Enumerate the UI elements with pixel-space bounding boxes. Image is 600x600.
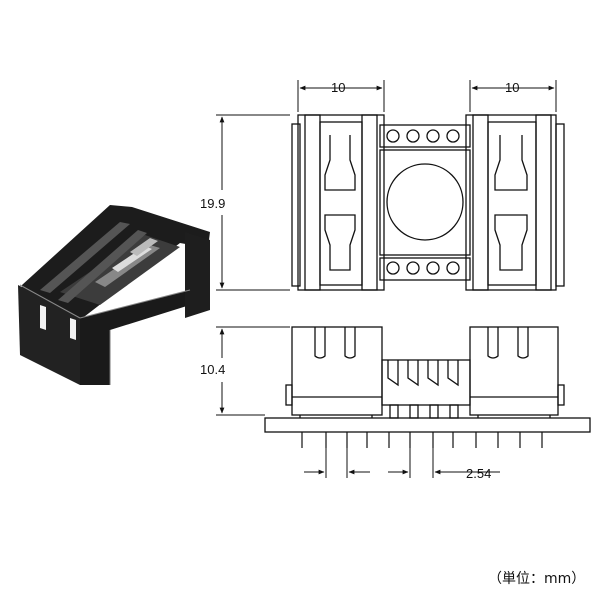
isometric-view [18,205,210,385]
side-view [264,326,591,448]
right-block-side [469,326,565,418]
dim-lines-side [216,326,500,478]
right-block-top [465,114,565,291]
dim-lines-top [216,80,557,291]
dim-top-right-width: 10 [505,80,519,95]
center-contacts-side [381,359,471,419]
top-view [291,114,565,291]
dim-top-left-width: 10 [331,80,345,95]
dim-height-side: 10.4 [200,362,225,377]
unit-label: （単位：mm） [488,571,586,587]
dim-pitch: 2.54 [466,466,491,481]
dim-height-top: 19.9 [200,196,225,211]
bottom-pin-row [379,257,471,281]
top-pin-row [379,124,471,148]
center-hole [386,163,464,241]
side-pins [301,432,543,448]
pcb-board [264,417,591,433]
left-block-side [285,326,383,418]
left-block-top [291,114,385,291]
